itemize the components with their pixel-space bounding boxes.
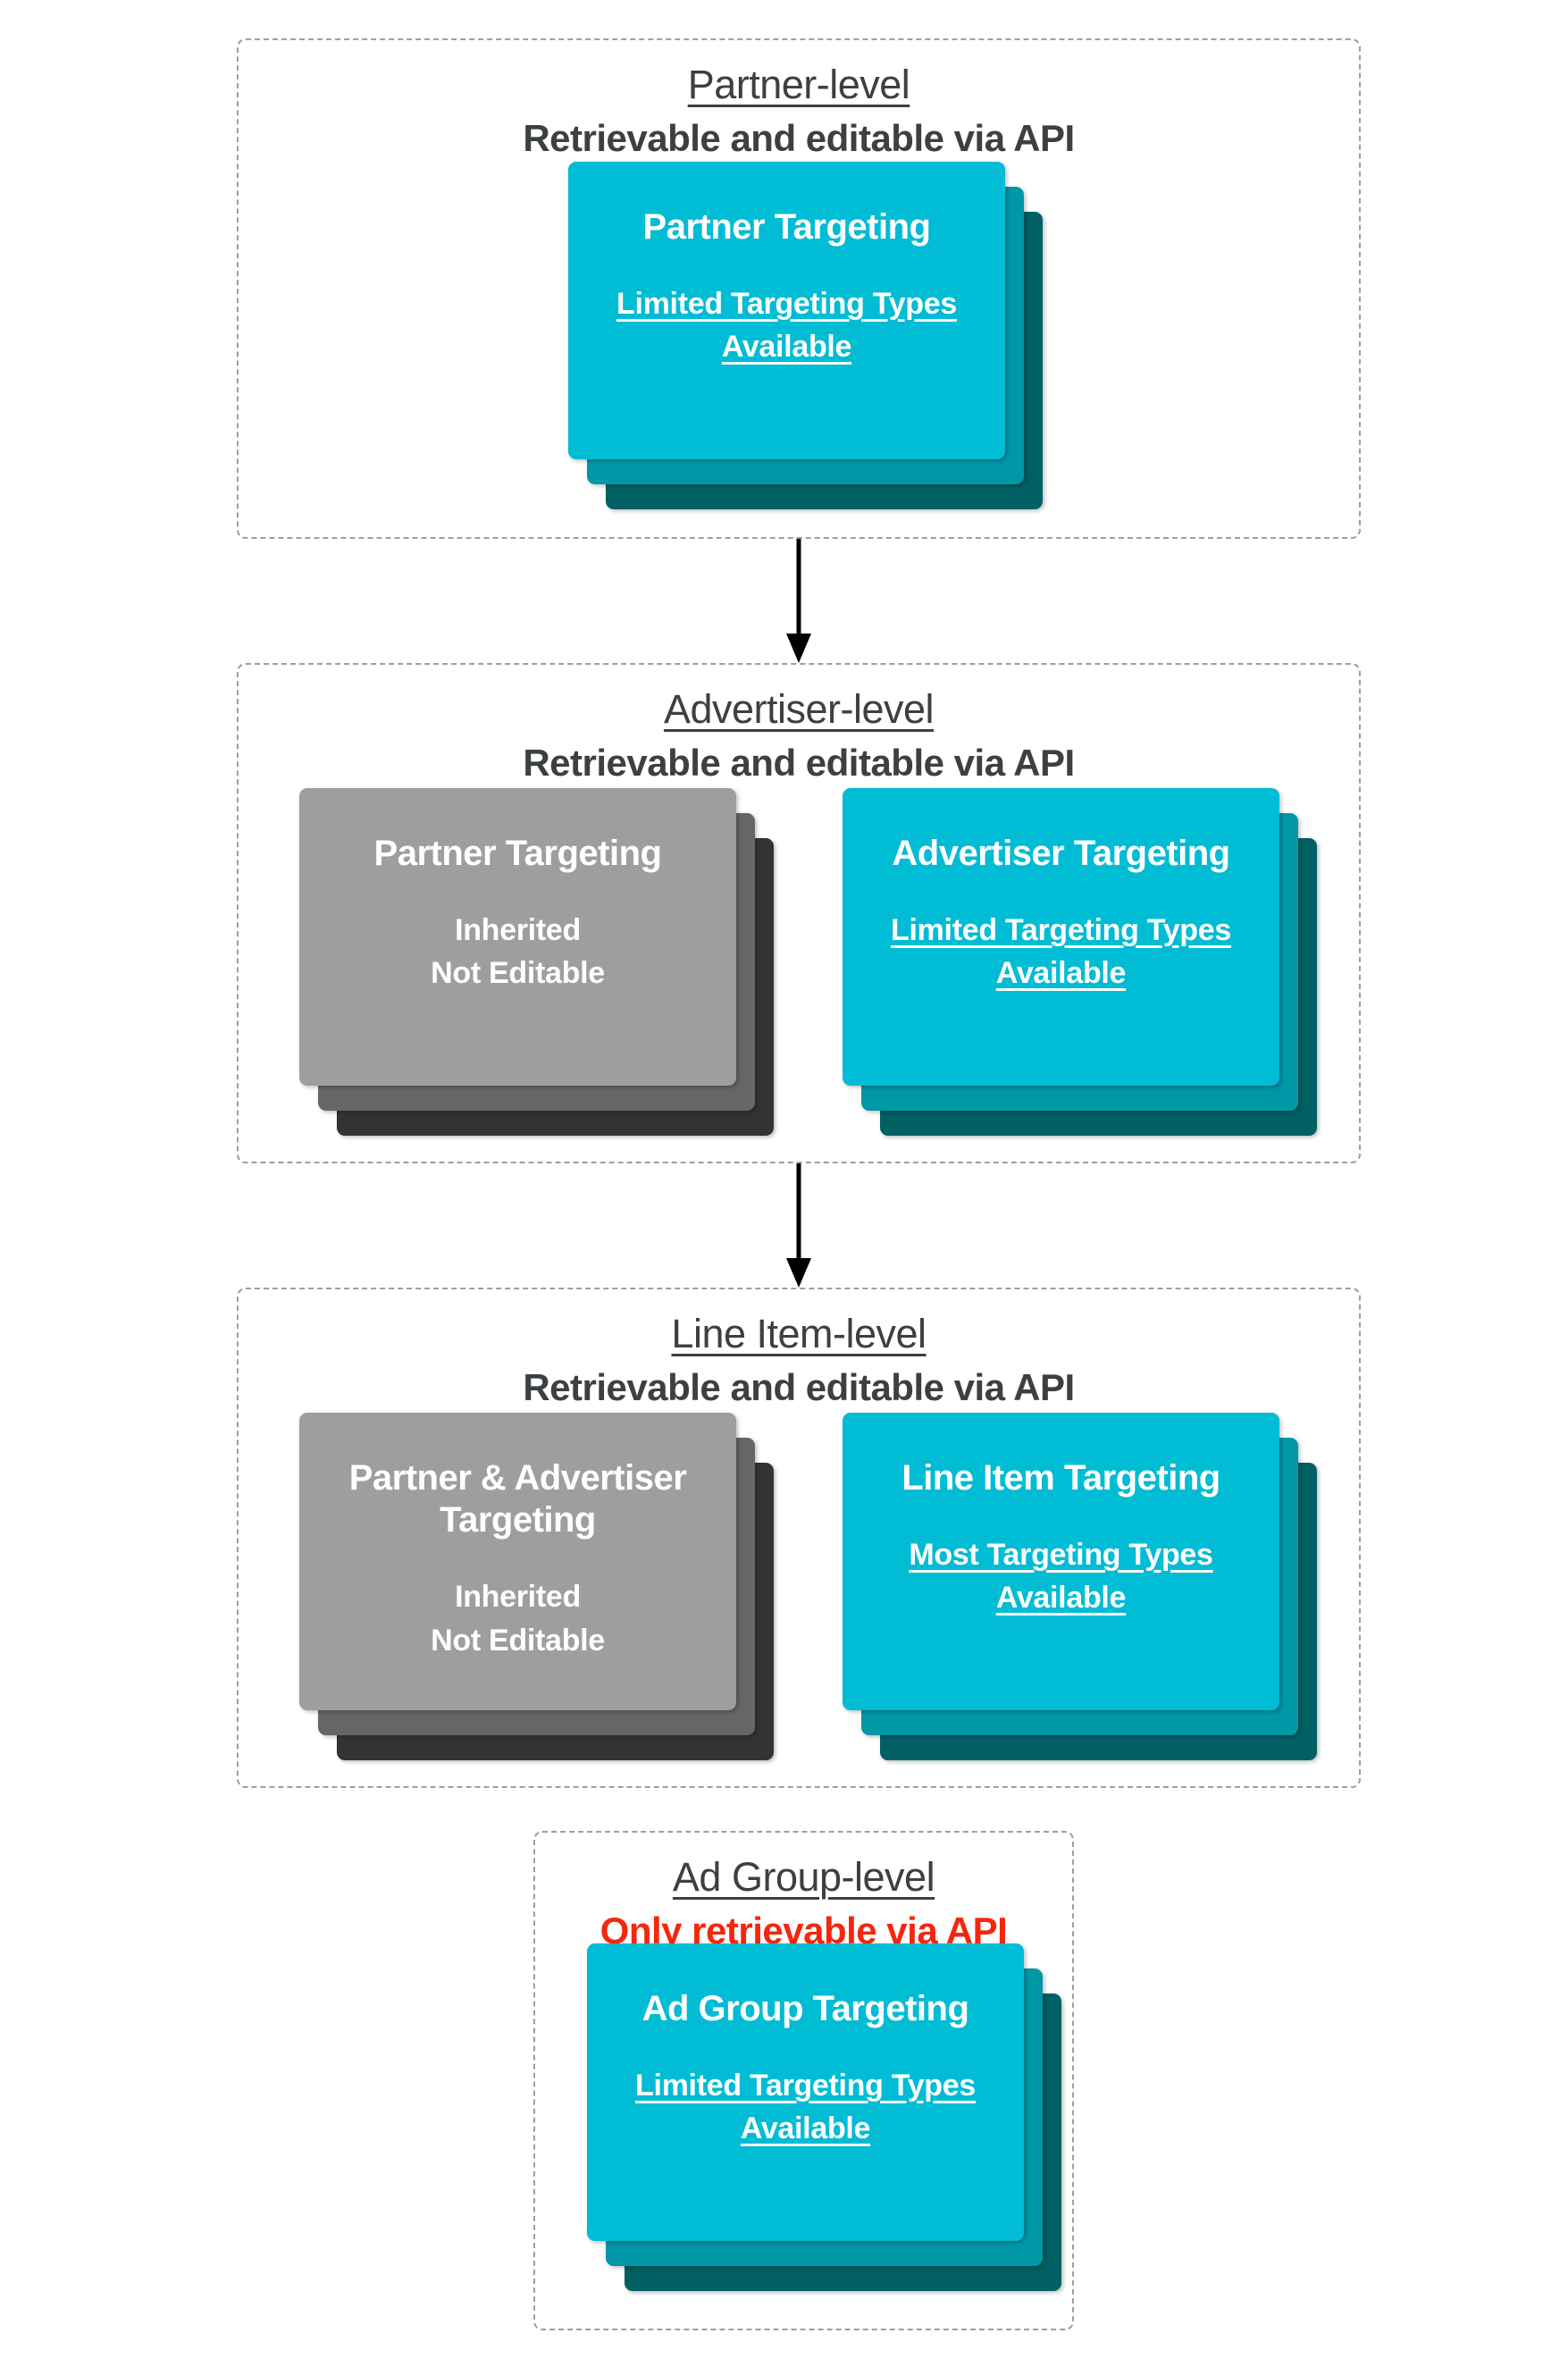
card-ad-group-targeting: Ad Group Targeting Limited Targeting Typ…: [587, 1943, 1061, 2291]
section-line-item-level: Line Item-level Retrievable and editable…: [237, 1288, 1361, 1788]
card-front-layer: Partner & Advertiser Targeting Inherited…: [299, 1413, 736, 1710]
card-body: Most Targeting Types Available: [909, 1538, 1213, 1616]
card-partner-advertiser-targeting-inherited: Partner & Advertiser Targeting Inherited…: [299, 1413, 774, 1760]
card-body: Limited Targeting Types Available: [635, 2069, 976, 2146]
section-subtitle: Retrievable and editable via API: [523, 1366, 1075, 1408]
card-front-layer: Ad Group Targeting Limited Targeting Typ…: [587, 1943, 1024, 2241]
card-body: Limited Targeting Types Available: [616, 287, 957, 365]
card-body: Inherited Not Editable: [431, 909, 605, 995]
section-title: Ad Group-level: [672, 1854, 935, 1900]
card-body-line: Inherited: [455, 1580, 581, 1615]
card-body-line: Inherited: [455, 913, 581, 948]
card-body-line: Not Editable: [431, 1623, 605, 1658]
card-title: Ad Group Targeting: [641, 1989, 969, 2028]
card-advertiser-targeting: Advertiser Targeting Limited Targeting T…: [843, 788, 1317, 1136]
section-title: Advertiser-level: [663, 686, 935, 732]
card-title: Advertiser Targeting: [892, 834, 1230, 873]
card-front-layer: Advertiser Targeting Limited Targeting T…: [843, 788, 1279, 1086]
card-title: Partner & Advertiser Targeting: [348, 1458, 687, 1540]
section-advertiser-level: Advertiser-level Retrievable and editabl…: [237, 663, 1361, 1163]
card-body: Inherited Not Editable: [431, 1575, 605, 1662]
card-front-layer: Partner Targeting Limited Targeting Type…: [568, 162, 1005, 459]
section-subtitle: Retrievable and editable via API: [523, 742, 1075, 784]
card-line-item-targeting: Line Item Targeting Most Targeting Types…: [843, 1413, 1317, 1760]
down-arrow-icon: [786, 1163, 811, 1288]
section-subtitle: Retrievable and editable via API: [523, 117, 1075, 159]
card-body-line: Not Editable: [431, 956, 605, 991]
card-title: Partner Targeting: [642, 207, 931, 247]
card-title: Line Item Targeting: [901, 1458, 1220, 1498]
card-front-layer: Line Item Targeting Most Targeting Types…: [843, 1413, 1279, 1710]
section-ad-group-level: Ad Group-level Only retrievable via API …: [533, 1831, 1074, 2330]
card-body: Limited Targeting Types Available: [891, 913, 1231, 991]
section-title: Partner-level: [687, 62, 910, 107]
card-title: Partner Targeting: [373, 834, 662, 873]
down-arrow-icon: [786, 539, 811, 663]
card-front-layer: Partner Targeting Inherited Not Editable: [299, 788, 736, 1086]
card-partner-targeting: Partner Targeting Limited Targeting Type…: [568, 162, 1043, 509]
section-partner-level: Partner-level Retrievable and editable v…: [237, 38, 1361, 539]
card-partner-targeting-inherited: Partner Targeting Inherited Not Editable: [299, 788, 774, 1136]
section-title: Line Item-level: [671, 1311, 927, 1356]
